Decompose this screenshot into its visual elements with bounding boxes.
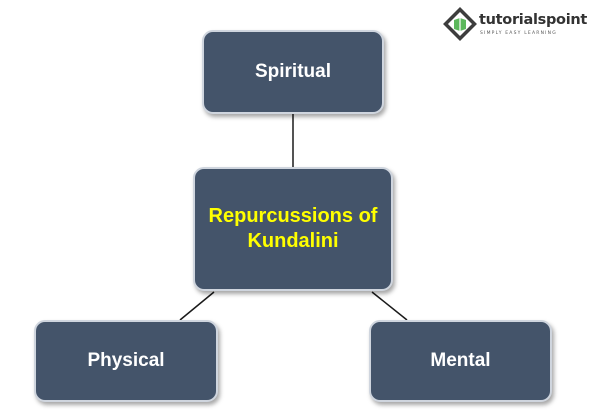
node-mental: Mental <box>369 320 552 402</box>
logo-tagline: SIMPLY EASY LEARNING <box>480 31 557 36</box>
node-mental-label: Mental <box>430 350 491 372</box>
node-physical: Physical <box>34 320 218 402</box>
node-repurcussions-of-kundalini: Repurcussions of Kundalini <box>193 167 393 291</box>
tutorialspoint-logo: tutorialspoint SIMPLY EASY LEARNING <box>442 6 592 46</box>
node-spiritual: Spiritual <box>202 30 384 114</box>
node-physical-label: Physical <box>87 350 165 372</box>
connector-right <box>371 291 408 321</box>
node-spiritual-label: Spiritual <box>254 61 331 83</box>
node-center-label: Repurcussions of Kundalini <box>208 205 378 252</box>
connector-left <box>179 291 215 321</box>
tutorialspoint-logo-icon <box>443 7 477 41</box>
logo-wordmark: tutorialspoint <box>479 12 588 28</box>
